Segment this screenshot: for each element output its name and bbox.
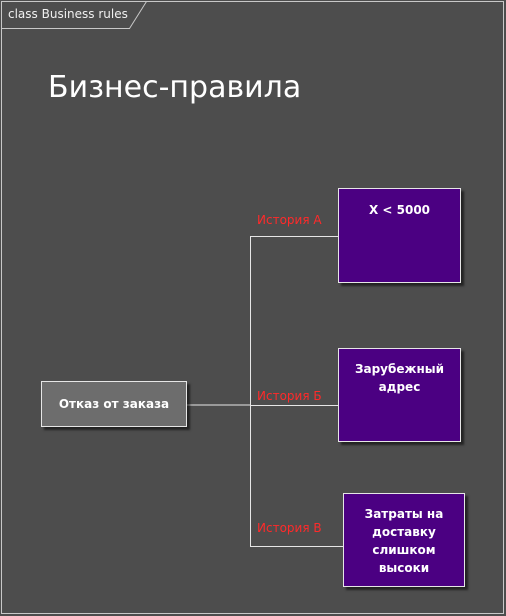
rule-node-a-label: X < 5000	[368, 203, 431, 217]
rule-node-c[interactable]: Затраты на доставку слишком высоки	[343, 493, 465, 587]
edge-label-a: История А	[257, 213, 322, 227]
source-node[interactable]: Отказ от заказа	[41, 381, 187, 427]
source-node-label: Отказ от заказа	[58, 397, 170, 411]
rule-node-b-label: Зарубежный адрес	[354, 362, 445, 394]
frame-tab-label: class Business rules	[8, 7, 128, 21]
rule-node-b[interactable]: Зарубежный адрес	[338, 348, 461, 442]
diagram-title: Бизнес-правила	[48, 70, 302, 105]
frame-tab-outline	[1, 1, 147, 29]
edge-label-b: История Б	[257, 389, 322, 403]
rule-node-a[interactable]: X < 5000	[338, 188, 461, 283]
rule-node-c-label: Затраты на доставку слишком высоки	[364, 507, 444, 575]
frame-tab: class Business rules	[1, 1, 147, 29]
edge-label-c: История В	[257, 521, 322, 535]
